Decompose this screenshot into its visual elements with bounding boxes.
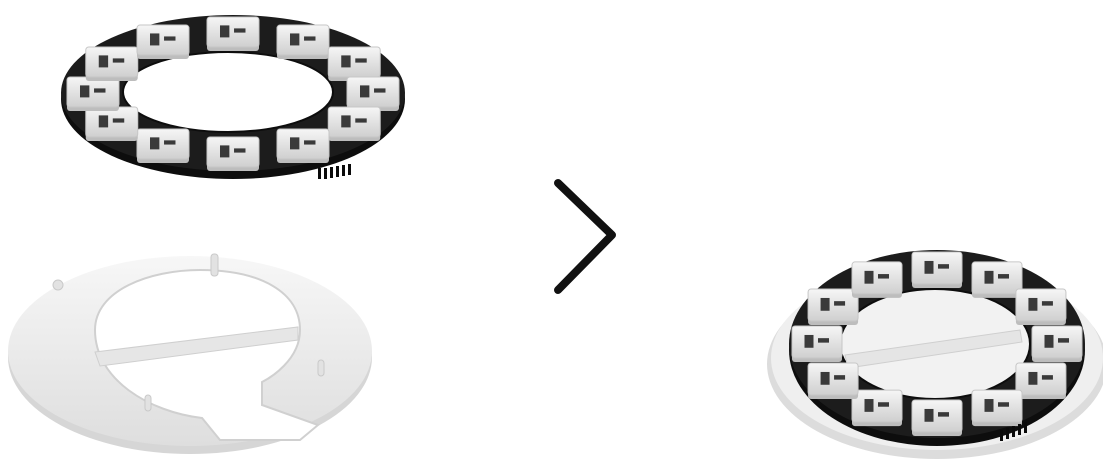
led-chip <box>792 326 842 362</box>
led-chip <box>912 252 962 288</box>
led-chip <box>277 25 329 59</box>
base-plate-icon <box>8 254 372 454</box>
led-chip <box>207 17 259 51</box>
led-chip <box>328 47 380 81</box>
led-chip <box>137 129 189 163</box>
led-chip <box>1016 363 1066 399</box>
led-chip <box>277 129 329 163</box>
led-chip <box>912 400 962 436</box>
led-chip <box>86 107 138 141</box>
led-chip <box>207 137 259 171</box>
led-chip <box>347 77 399 111</box>
led-chip <box>972 262 1022 298</box>
assembled-ring-icon <box>767 250 1103 459</box>
chevron-right-icon <box>558 183 612 290</box>
led-chip <box>852 262 902 298</box>
led-chip <box>852 390 902 426</box>
led-chip <box>808 363 858 399</box>
led-chip <box>1016 289 1066 325</box>
led-chip <box>67 77 119 111</box>
led-chip <box>86 47 138 81</box>
led-chip <box>137 25 189 59</box>
led-ring-icon <box>61 15 405 179</box>
led-chip <box>972 390 1022 426</box>
led-chip <box>1032 326 1082 362</box>
led-chip <box>808 289 858 325</box>
led-chip <box>328 107 380 141</box>
